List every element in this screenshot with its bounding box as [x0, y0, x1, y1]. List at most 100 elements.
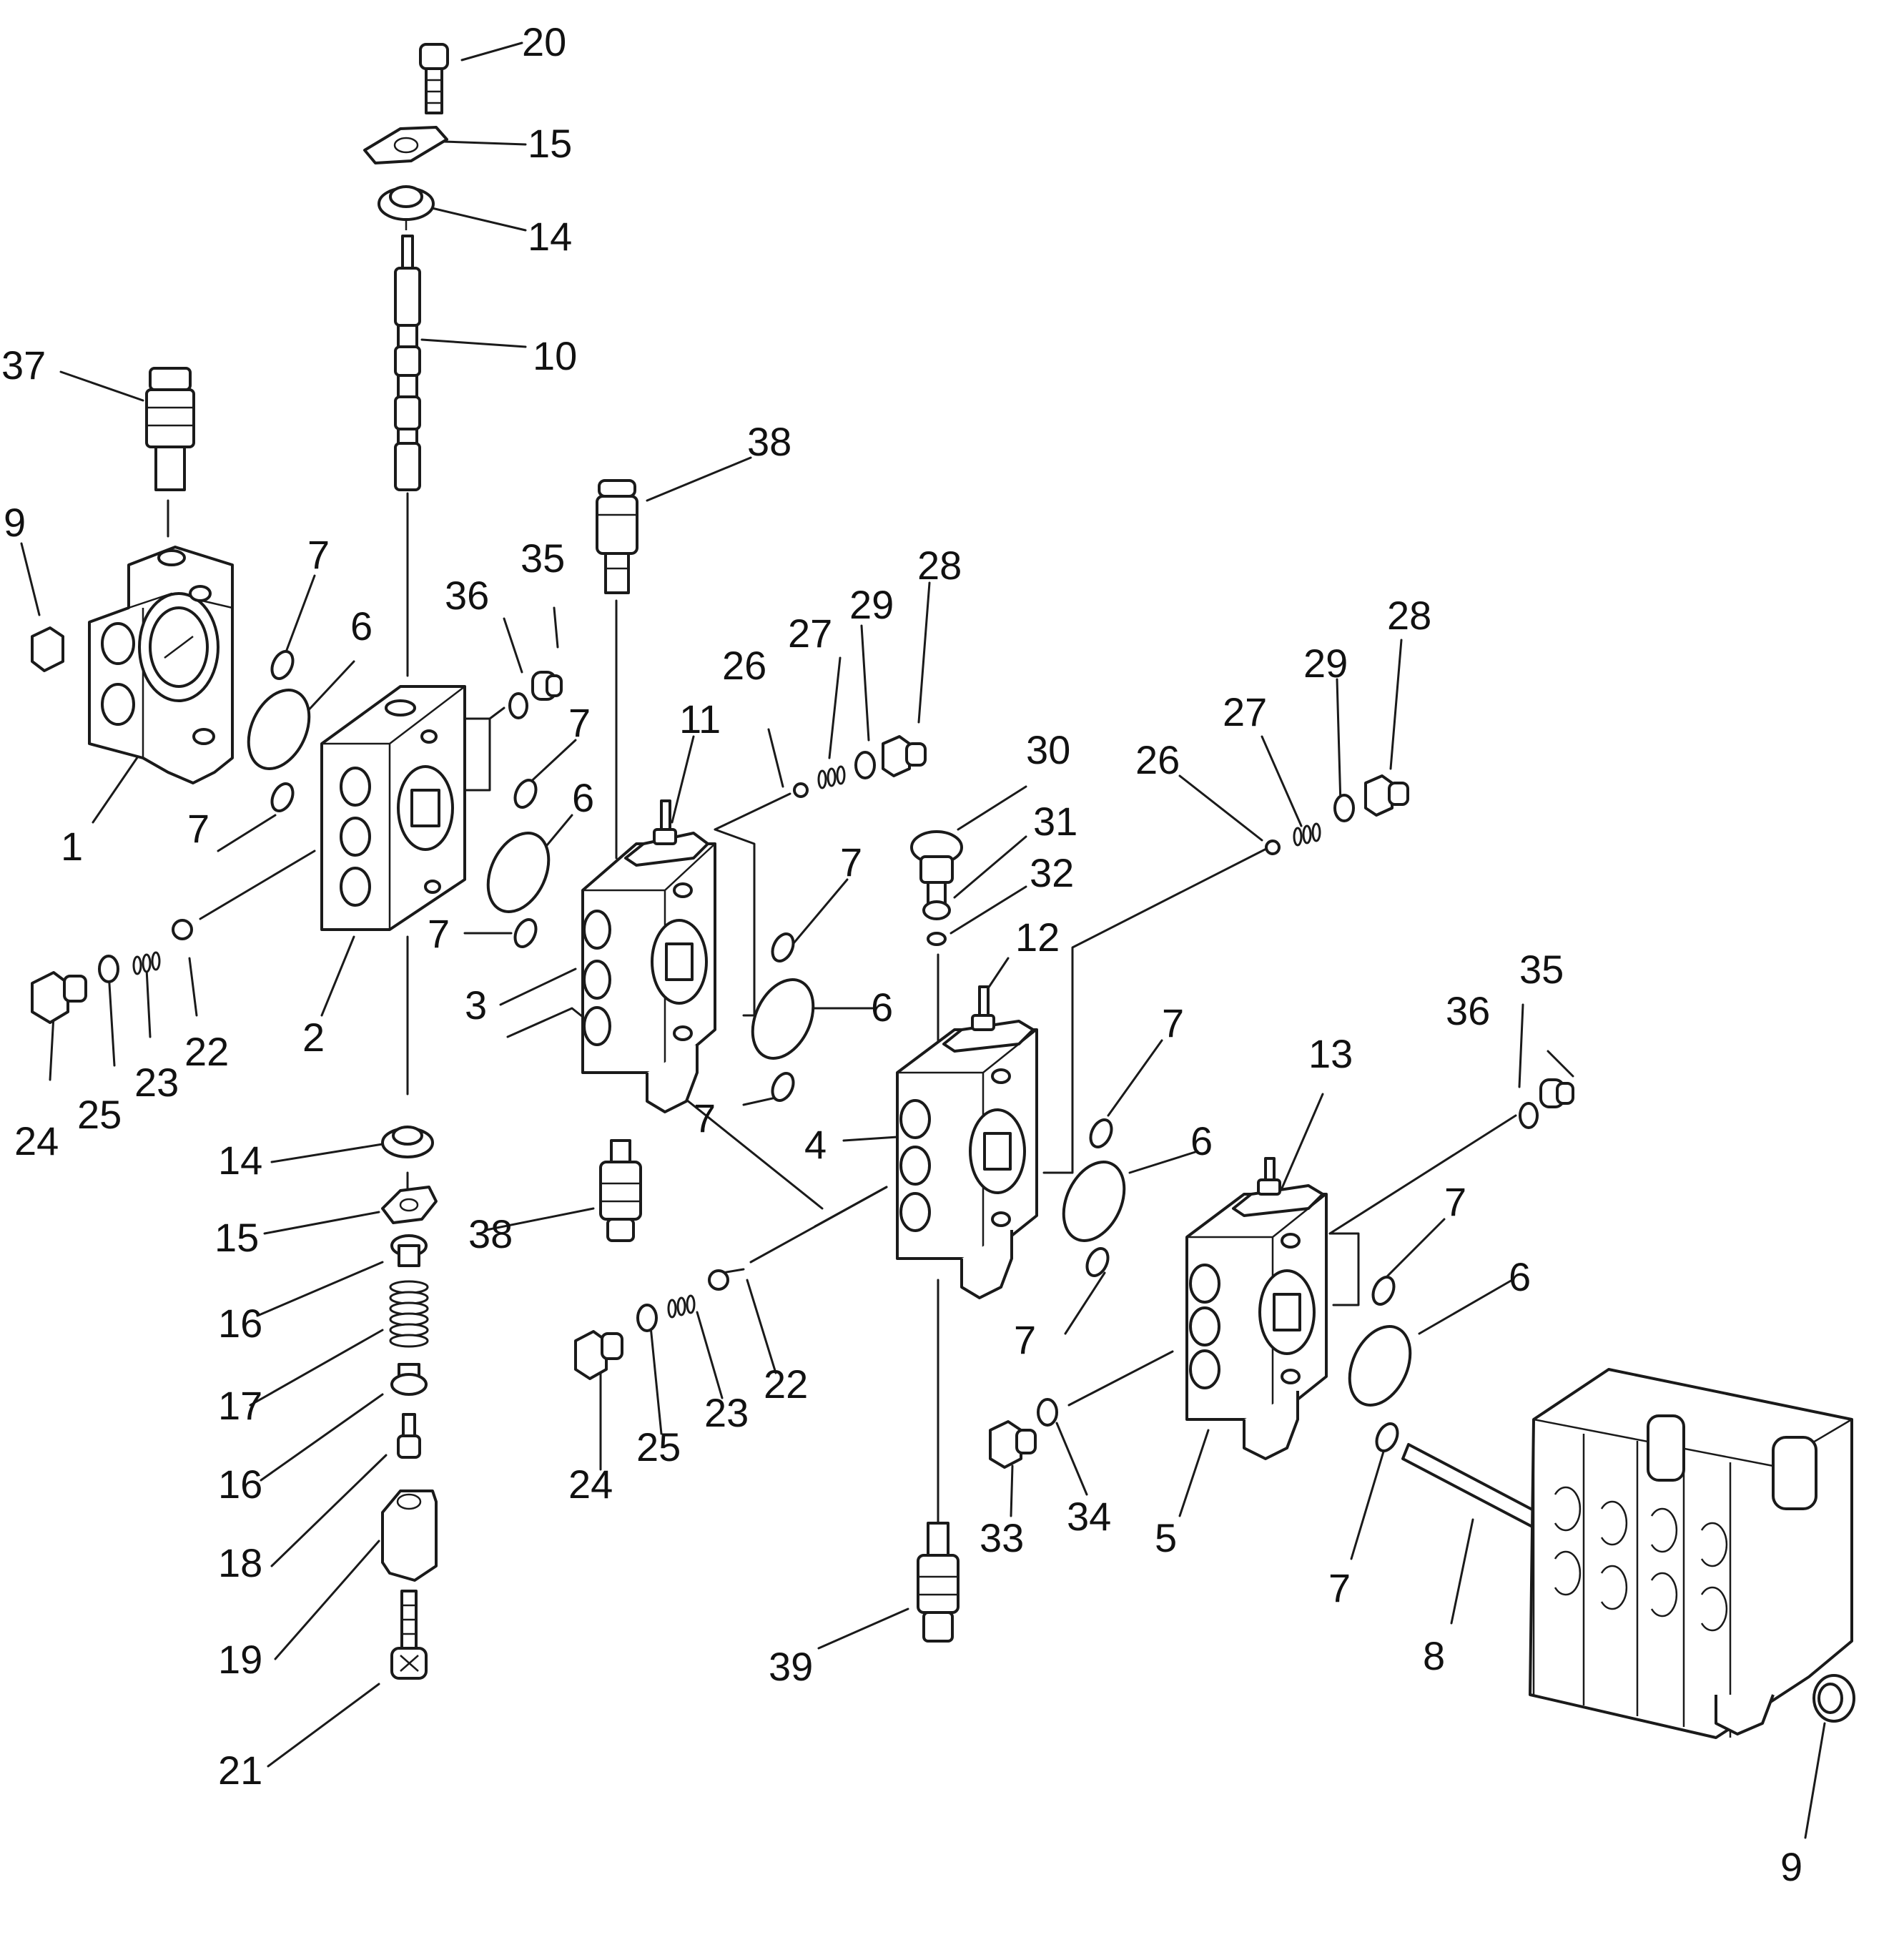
callout-27: 27 — [788, 611, 832, 656]
plug-24a — [31, 971, 87, 1024]
plug-35b — [1539, 1078, 1574, 1108]
o-ring-25b — [636, 1304, 658, 1332]
o-ring-7b — [270, 782, 295, 812]
o-ring-7f — [771, 1072, 795, 1102]
valve-block-2 — [320, 685, 466, 931]
callout-18: 18 — [218, 1540, 262, 1585]
o-ring-36b — [1519, 1102, 1539, 1129]
callout-24: 24 — [14, 1118, 59, 1163]
callout-7: 7 — [428, 911, 450, 956]
callout-10: 10 — [533, 333, 577, 378]
o-ring-31 — [922, 900, 951, 920]
callout-4: 4 — [804, 1122, 827, 1167]
callout-21: 21 — [218, 1748, 262, 1793]
plug-28a — [882, 735, 927, 777]
callout-34: 34 — [1067, 1494, 1111, 1539]
callout-6: 6 — [1190, 1118, 1213, 1163]
callout-15: 15 — [528, 121, 572, 166]
callout-6: 6 — [572, 775, 594, 820]
callout-15: 15 — [214, 1215, 259, 1260]
callout-22: 22 — [184, 1029, 229, 1074]
cap-19 — [381, 1490, 438, 1582]
bolt-20 — [419, 43, 449, 114]
callout-24: 24 — [568, 1462, 613, 1507]
seat-16-upper — [390, 1234, 428, 1267]
assembled-valve-bank — [1529, 1368, 1853, 1739]
ball-26a — [793, 782, 809, 798]
spring-27b — [1293, 822, 1321, 847]
callout-19: 19 — [218, 1637, 262, 1682]
callout-39: 39 — [769, 1644, 813, 1689]
callout-25: 25 — [77, 1092, 122, 1137]
callout-32: 32 — [1030, 850, 1074, 895]
callout-7: 7 — [840, 839, 862, 885]
valve-block-5 — [1185, 1157, 1328, 1460]
callout-7: 7 — [187, 806, 209, 851]
spring-23b — [667, 1294, 696, 1319]
callout-23: 23 — [704, 1390, 749, 1435]
callout-35: 35 — [521, 536, 565, 581]
callout-2: 2 — [302, 1015, 325, 1060]
callout-13: 13 — [1308, 1031, 1353, 1076]
callout-17: 17 — [218, 1383, 262, 1428]
o-ring-7g — [1089, 1118, 1113, 1148]
callout-14: 14 — [528, 214, 572, 259]
cap-14-top — [378, 185, 435, 230]
callout-7: 7 — [1328, 1565, 1351, 1610]
cap-14-bottom — [381, 1126, 434, 1158]
o-ring-34 — [1037, 1398, 1058, 1427]
callout-9-left: 9 — [4, 500, 26, 545]
valve-38-lower — [599, 1139, 642, 1242]
ball-22a — [172, 919, 193, 940]
callout-7: 7 — [694, 1095, 716, 1141]
callout-25: 25 — [636, 1424, 681, 1469]
valve-39 — [917, 1522, 960, 1643]
callout-20: 20 — [522, 19, 566, 64]
plug-33 — [989, 1420, 1037, 1469]
callout-26: 26 — [722, 643, 766, 688]
nut-9-left — [31, 626, 64, 672]
parts — [31, 43, 1855, 1739]
callout-27: 27 — [1223, 689, 1267, 734]
callout-22: 22 — [764, 1362, 808, 1407]
o-ring-6a — [247, 689, 311, 770]
spool-10 — [394, 235, 421, 491]
seat-16-lower — [390, 1363, 428, 1396]
o-ring-7i — [1371, 1276, 1396, 1306]
callout-38: 38 — [747, 419, 791, 464]
o-ring-7d — [513, 918, 538, 948]
spring-17 — [389, 1280, 429, 1348]
o-ring-29b — [1333, 794, 1355, 822]
o-ring-7e — [771, 932, 795, 962]
plug-30 — [910, 830, 963, 909]
callout-37: 37 — [1, 343, 46, 388]
flange-15-bottom — [381, 1186, 438, 1224]
o-ring-6d — [1062, 1161, 1126, 1242]
bolt-21 — [390, 1590, 428, 1680]
o-ring-36a — [508, 692, 528, 719]
stopper-18 — [397, 1413, 421, 1459]
callout-16: 16 — [218, 1462, 262, 1507]
callout-31: 31 — [1033, 799, 1077, 844]
o-ring-7j — [1375, 1422, 1399, 1452]
callout-6: 6 — [350, 604, 373, 649]
callout-36: 36 — [1446, 988, 1490, 1033]
cover-block-1 — [88, 546, 234, 784]
o-ring-7h — [1085, 1247, 1110, 1277]
callout-30: 30 — [1026, 727, 1070, 772]
o-ring-32 — [927, 932, 947, 946]
o-ring-6b — [486, 832, 551, 913]
callout-36: 36 — [445, 573, 489, 618]
callout-29: 29 — [849, 582, 894, 627]
valve-block-3 — [581, 799, 716, 1113]
callout-7: 7 — [307, 532, 330, 577]
callout-7: 7 — [1162, 1000, 1184, 1045]
callout-6: 6 — [871, 985, 893, 1030]
o-ring-25a — [98, 955, 119, 983]
valve-block-4 — [896, 985, 1038, 1299]
callout-7: 7 — [1014, 1317, 1036, 1362]
o-ring-7c — [513, 779, 538, 809]
callout-5: 5 — [1155, 1515, 1177, 1560]
callout-7: 7 — [1444, 1179, 1466, 1224]
